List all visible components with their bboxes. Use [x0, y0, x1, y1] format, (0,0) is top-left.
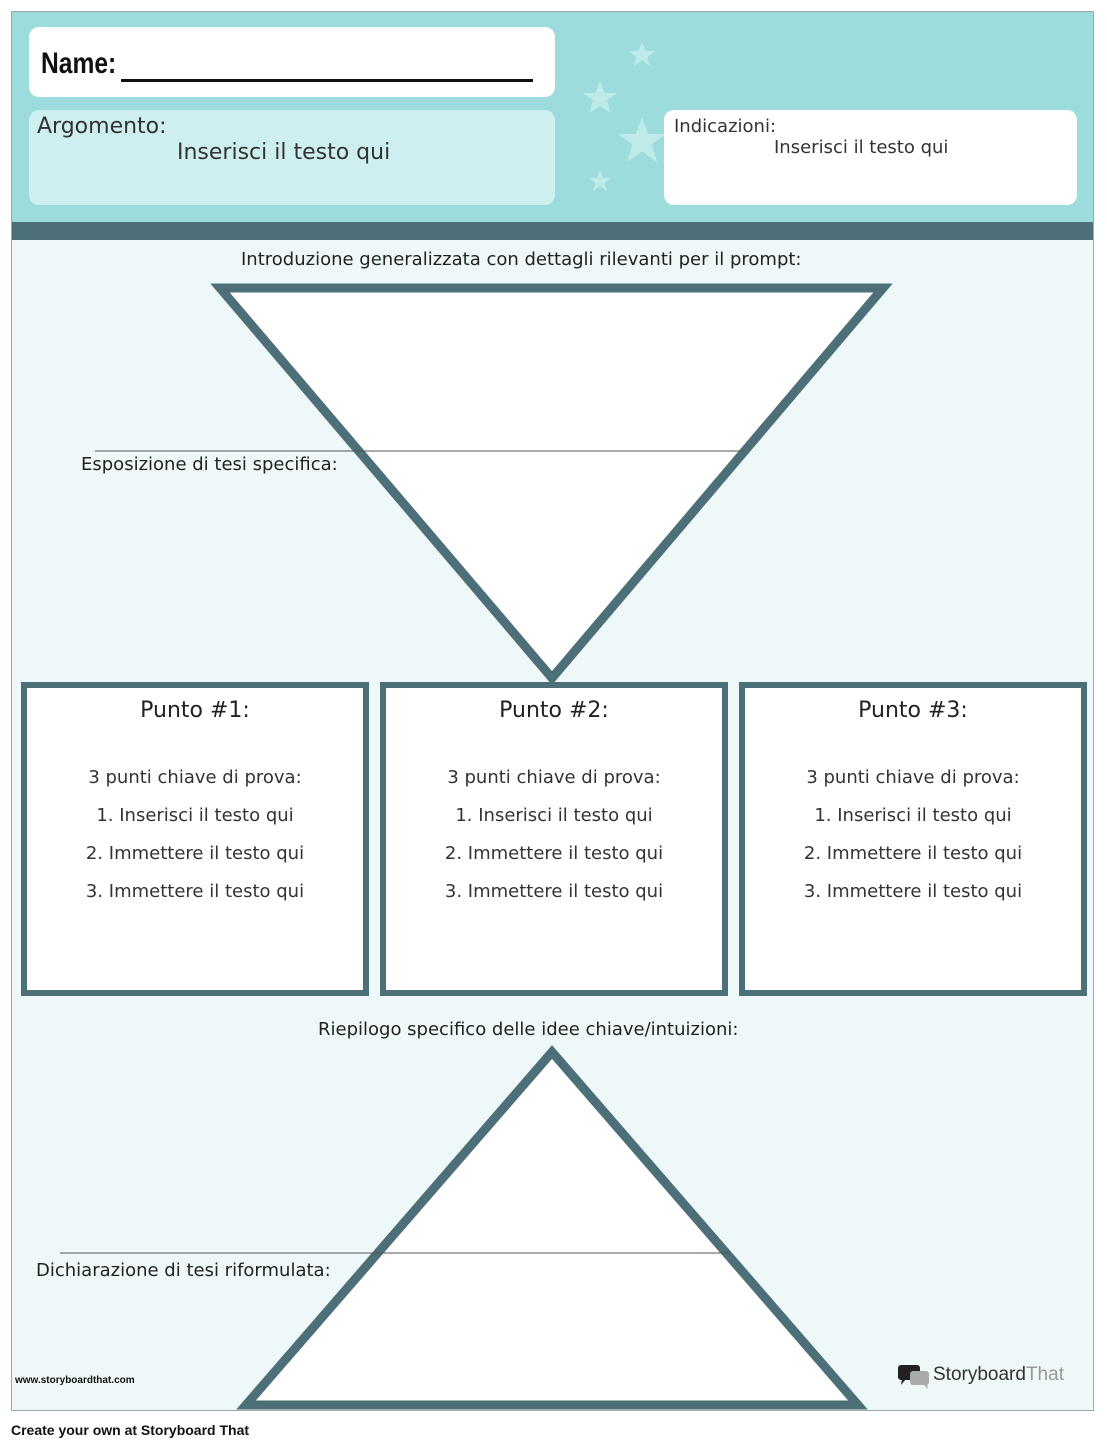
point-box-2[interactable]: Punto #2: 3 punti chiave di prova: 1. In… [380, 682, 728, 996]
point-item[interactable]: 1. Inserisci il testo qui [455, 805, 653, 826]
point-item[interactable]: 3. Immettere il testo qui [444, 881, 664, 902]
topic-label: Argomento: [37, 114, 167, 139]
name-label: Name: [41, 47, 117, 80]
point-box-1[interactable]: Punto #1: 3 punti chiave di prova: 1. In… [21, 682, 369, 996]
website-link[interactable]: www.storyboardthat.com [15, 1375, 135, 1386]
point-title: Punto #2: [499, 698, 609, 723]
point-item[interactable]: 2. Immettere il testo qui [444, 843, 664, 864]
point-item[interactable]: 3. Immettere il testo qui [85, 881, 305, 902]
logo-text-storyboard: Storyboard [933, 1364, 1026, 1385]
point-title: Punto #1: [140, 698, 250, 723]
intro-label: Introduzione generalizzata con dettagli … [241, 249, 802, 270]
directions-box: Indicazioni: Inserisci il testo qui [664, 110, 1077, 205]
header-divider-band [12, 222, 1093, 240]
point-item[interactable]: 2. Immettere il testo qui [803, 843, 1023, 864]
point-subtitle: 3 punti chiave di prova: [806, 767, 1020, 788]
point-item[interactable]: 3. Immettere il testo qui [803, 881, 1023, 902]
topic-value[interactable]: Inserisci il testo qui [177, 140, 391, 165]
storyboardthat-logo[interactable]: StoryboardThat [897, 1363, 1064, 1393]
point-item[interactable]: 1. Inserisci il testo qui [96, 805, 294, 826]
conclusion-triangle [236, 1045, 868, 1410]
conclusion-label: Riepilogo specifico delle idee chiave/in… [318, 1019, 739, 1040]
point-item[interactable]: 1. Inserisci il testo qui [814, 805, 1012, 826]
create-your-own-link[interactable]: Create your own at Storyboard That [11, 1422, 250, 1438]
directions-label: Indicazioni: [674, 116, 777, 137]
restated-thesis-label: Dichiarazione di tesi riformulata: [36, 1260, 331, 1281]
name-input-line[interactable] [121, 79, 533, 82]
speech-bubbles-icon [898, 1365, 929, 1389]
name-box: Name: [29, 27, 555, 97]
thesis-label: Esposizione di tesi specifica: [81, 454, 338, 475]
topic-box: Argomento: Inserisci il testo qui [29, 110, 555, 205]
point-title: Punto #3: [858, 698, 968, 723]
intro-inverted-triangle [210, 283, 893, 685]
point-box-3[interactable]: Punto #3: 3 punti chiave di prova: 1. In… [739, 682, 1087, 996]
logo-text-that: That [1025, 1364, 1064, 1385]
header-area: Name: Argomento: Inserisci il testo qui … [12, 12, 1093, 222]
decorative-stars-icon [583, 42, 666, 191]
point-subtitle: 3 punti chiave di prova: [88, 767, 302, 788]
point-subtitle: 3 punti chiave di prova: [447, 767, 661, 788]
point-item[interactable]: 2. Immettere il testo qui [85, 843, 305, 864]
directions-value[interactable]: Inserisci il testo qui [774, 137, 949, 158]
